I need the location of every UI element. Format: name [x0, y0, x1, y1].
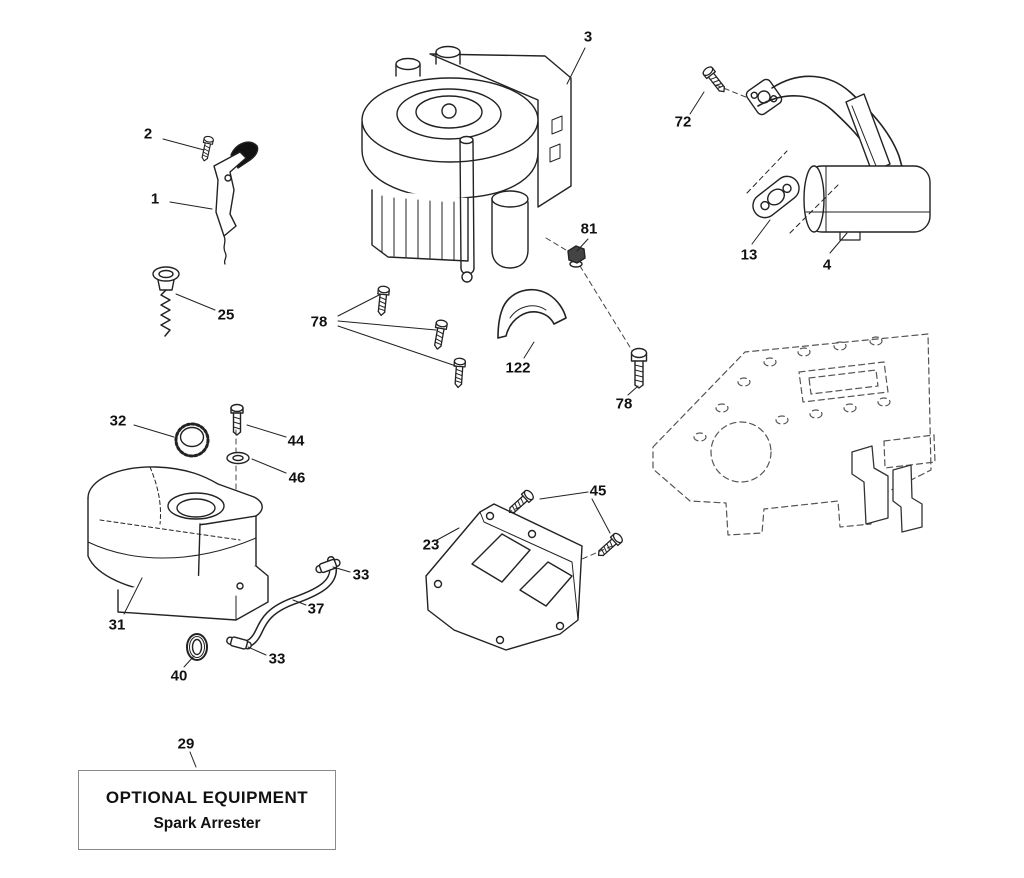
exhaust-gasket-drawing [746, 150, 839, 234]
part-callout-78: 78 [311, 314, 328, 331]
muffler-drawing [745, 75, 931, 241]
part-callout-13: 13 [741, 247, 758, 264]
dipstick-drawing [152, 266, 180, 337]
part-callout-1: 1 [151, 191, 159, 208]
cap-screw-drawing [230, 403, 244, 436]
muffler-bolt-drawing [700, 64, 729, 96]
nut-drawing [567, 245, 586, 268]
part-callout-40: 40 [171, 668, 188, 685]
part-callout-2: 2 [144, 126, 152, 143]
muffler-guard-drawing [497, 288, 567, 339]
part-callout-37: 37 [308, 601, 325, 618]
hex-bolt-drawing [630, 347, 648, 389]
fuel-tank-drawing [87, 466, 269, 621]
grommet-drawing [186, 633, 208, 661]
part-callout-3: 3 [584, 29, 592, 46]
leader-lines [123, 47, 848, 768]
hose-clamp-top-drawing [315, 558, 341, 574]
chassis-brackets-drawing [851, 445, 923, 533]
chassis-frame-drawing [652, 333, 936, 536]
throttle-screw-drawing [198, 135, 215, 163]
engine-bolts-drawing [374, 285, 467, 389]
callout-layer: 2 1 25 3 72 13 4 81 78 122 78 32 44 46 31 33 37 33 40 23 45 2… [109, 29, 832, 753]
part-callout-81: 81 [581, 221, 598, 238]
part-callout-46: 46 [289, 470, 306, 487]
washer-drawing [226, 451, 250, 465]
part-callout-4: 4 [823, 257, 832, 274]
part-callout-72: 72 [675, 114, 692, 131]
engine-drawing [361, 45, 572, 283]
part-callout-25: 25 [218, 307, 235, 324]
part-callout-122: 122 [505, 360, 530, 377]
part-callout-32: 32 [110, 413, 127, 430]
bracket-plate-drawing [425, 503, 583, 651]
part-callout-23: 23 [423, 537, 440, 554]
part-callout-31: 31 [109, 617, 126, 634]
fuel-line-drawing [237, 556, 337, 649]
construction-lines [235, 84, 759, 567]
part-callout-44: 44 [288, 433, 305, 450]
part-callout-33: 33 [269, 651, 286, 668]
hose-clamp-bottom-drawing [226, 636, 252, 650]
optional-equipment-title: OPTIONAL EQUIPMENT [105, 787, 309, 807]
fuel-cap-drawing [174, 422, 210, 458]
throttle-control-drawing [213, 141, 259, 265]
optional-equipment-box: OPTIONAL EQUIPMENT Spark Arrester [78, 770, 336, 850]
part-callout-33: 33 [353, 567, 370, 584]
part-callout-78: 78 [616, 396, 633, 413]
optional-equipment-subtitle: Spark Arrester [153, 814, 261, 832]
part-callout-29: 29 [178, 736, 195, 753]
part-callout-45: 45 [590, 483, 607, 500]
